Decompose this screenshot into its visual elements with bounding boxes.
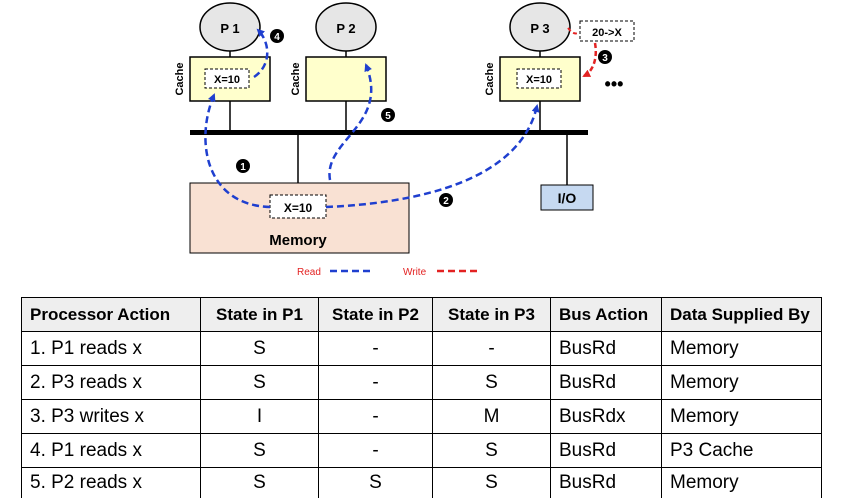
processor-p2: P 2 [315, 2, 377, 52]
legend-read-label: Read [297, 267, 321, 278]
step-marker-2: 2 [439, 193, 453, 207]
cell-state-p3: M [432, 399, 551, 434]
cell-state-p1: S [200, 331, 319, 366]
header-data-supplied-by: Data Supplied By [661, 297, 822, 332]
cell-state-p2: - [318, 399, 433, 434]
header-state-p3: State in P3 [432, 297, 551, 332]
cell-state-p3: S [432, 467, 551, 498]
cell-state-p2: - [318, 365, 433, 400]
cell-data-supplied: Memory [661, 365, 822, 400]
processor-p3: P 3 [509, 2, 571, 52]
table-row: 1. P1 reads x S - - BusRd Memory [21, 331, 822, 366]
step-marker-3: 3 [598, 50, 612, 64]
step-marker-5: 5 [381, 108, 395, 122]
cell-bus-action: BusRdx [550, 399, 662, 434]
table-row: 4. P1 reads x S - S BusRd P3 Cache [21, 433, 822, 468]
read-path-step4 [253, 28, 269, 79]
cache-p2-label: Cache [290, 62, 302, 95]
write-path-step3 [582, 42, 597, 78]
table-row: 2. P3 reads x S - S BusRd Memory [21, 365, 822, 400]
header-bus-action: Bus Action [550, 297, 662, 332]
step-marker-1: 1 [236, 159, 250, 173]
processor-p1: P 1 [199, 2, 261, 52]
cell-state-p2: S [318, 467, 433, 498]
system-bus [190, 130, 588, 135]
memory-value: X=10 [284, 201, 313, 215]
cell-state-p3: S [432, 365, 551, 400]
svg-text:3: 3 [602, 53, 608, 64]
header-state-p1: State in P1 [200, 297, 319, 332]
cell-state-p3: S [432, 433, 551, 468]
cell-state-p1: S [200, 365, 319, 400]
cell-state-p2: - [318, 331, 433, 366]
cell-bus-action: BusRd [550, 331, 662, 366]
svg-text:1: 1 [240, 162, 246, 173]
cache-p3-value: X=10 [526, 74, 552, 86]
header-processor-action: Processor Action [21, 297, 201, 332]
svg-text:5: 5 [385, 111, 391, 122]
svg-text:4: 4 [274, 32, 280, 43]
write-value-box: 20->X [592, 27, 622, 39]
read-path-step1 [204, 93, 271, 209]
processor-p3-label: P 3 [530, 21, 549, 36]
header-state-p2: State in P2 [318, 297, 433, 332]
cell-action: 4. P1 reads x [21, 433, 201, 468]
io-label: I/O [558, 190, 577, 206]
memory-label: Memory [269, 232, 327, 249]
step-marker-4: 4 [270, 29, 284, 43]
read-path-step5 [328, 63, 373, 181]
processor-p2-label: P 2 [336, 21, 355, 36]
cell-state-p3: - [432, 331, 551, 366]
table-header-row: Processor Action State in P1 State in P2… [21, 297, 822, 332]
cell-bus-action: BusRd [550, 433, 662, 468]
cell-data-supplied: Memory [661, 399, 822, 434]
cell-state-p1: S [200, 433, 319, 468]
cache-p3-label: Cache [484, 62, 496, 95]
processor-p1-label: P 1 [220, 21, 239, 36]
cell-action: 1. P1 reads x [21, 331, 201, 366]
cell-action: 5. P2 reads x [21, 467, 201, 498]
more-processors-ellipsis: ••• [605, 74, 624, 94]
legend-write-label: Write [403, 267, 427, 278]
coherence-diagram: P 1 P 2 P 3 Cache Cache Cache X=10 X=10 … [174, 2, 635, 278]
cell-state-p1: I [200, 399, 319, 434]
cell-action: 2. P3 reads x [21, 365, 201, 400]
cache-p1-label: Cache [174, 62, 186, 95]
cell-bus-action: BusRd [550, 467, 662, 498]
cell-action: 3. P3 writes x [21, 399, 201, 434]
svg-text:2: 2 [443, 196, 449, 207]
table-row: 5. P2 reads x S S S BusRd Memory [21, 467, 822, 498]
io-block [540, 184, 594, 211]
cell-bus-action: BusRd [550, 365, 662, 400]
cell-data-supplied: Memory [661, 467, 822, 498]
cell-data-supplied: P3 Cache [661, 433, 822, 468]
table-row: 3. P3 writes x I - M BusRdx Memory [21, 399, 822, 434]
cell-state-p1: S [200, 467, 319, 498]
write-path-p3-to-box [567, 27, 579, 35]
cell-data-supplied: Memory [661, 331, 822, 366]
cache-p1-value: X=10 [214, 74, 240, 86]
cell-state-p2: - [318, 433, 433, 468]
coherence-table: Processor Action State in P1 State in P2… [21, 297, 822, 498]
read-path-step2 [325, 104, 540, 209]
cache-p2 [305, 56, 387, 102]
